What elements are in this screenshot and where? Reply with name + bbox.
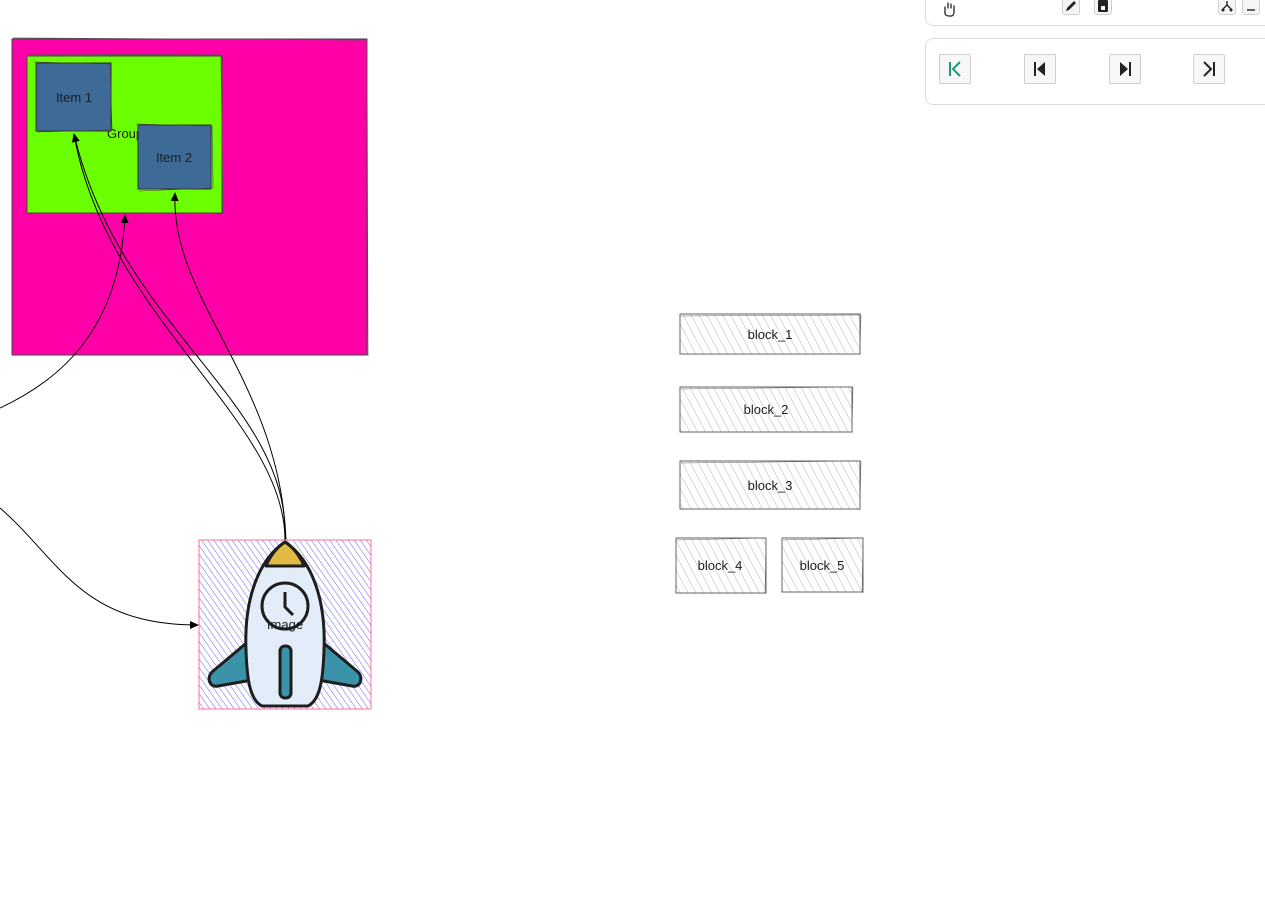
edge-left-to-group — [0, 214, 129, 409]
item-1-node[interactable]: Item 1 — [33, 61, 113, 133]
minimize-button[interactable] — [1242, 0, 1260, 15]
item-1-label: Item 1 — [56, 90, 92, 105]
navigation-panel — [925, 38, 1265, 105]
top-toolbar — [925, 0, 1265, 26]
edge-image-to-item-1 — [71, 133, 286, 541]
first-page-icon — [949, 61, 961, 77]
previous-page-button[interactable] — [1024, 54, 1056, 84]
next-page-icon — [1120, 62, 1131, 76]
image-node-label: Image — [267, 617, 303, 632]
block-4-label: block_4 — [698, 558, 743, 573]
block-2-label: block_2 — [744, 402, 789, 417]
block-5-label: block_5 — [800, 558, 845, 573]
last-page-button[interactable] — [1193, 54, 1225, 84]
group-label: Group — [107, 126, 143, 141]
hand-tool-button[interactable] — [940, 0, 958, 17]
layout-button[interactable] — [1218, 0, 1236, 15]
rocket-icon — [207, 540, 363, 708]
block-2[interactable]: block_2 — [679, 386, 854, 434]
save-button[interactable] — [1094, 0, 1112, 15]
last-page-icon — [1203, 61, 1215, 77]
save-icon — [1098, 0, 1108, 12]
block-4[interactable]: block_4 — [675, 537, 767, 595]
block-3-label: block_3 — [748, 478, 793, 493]
edge-image-to-item-1-b — [74, 139, 286, 541]
block-1[interactable]: block_1 — [679, 313, 862, 356]
hand-icon — [944, 2, 955, 17]
layout-icon — [1221, 1, 1233, 12]
first-page-button[interactable] — [939, 54, 971, 84]
connectors — [0, 133, 287, 629]
block-1-label: block_1 — [748, 327, 793, 342]
item-2-node[interactable]: Item 2 — [135, 123, 214, 192]
item-2-label: Item 2 — [156, 150, 192, 165]
edit-icon — [1066, 1, 1076, 11]
block-5[interactable]: block_5 — [781, 537, 864, 594]
image-node[interactable]: Image — [198, 539, 372, 710]
previous-page-icon — [1034, 62, 1045, 76]
edge-image-to-item-2 — [170, 192, 287, 541]
edge-left-to-image — [0, 507, 199, 629]
next-page-button[interactable] — [1109, 54, 1141, 84]
edit-button[interactable] — [1062, 0, 1080, 15]
block-3[interactable]: block_3 — [679, 460, 862, 511]
minimize-icon — [1247, 9, 1255, 11]
